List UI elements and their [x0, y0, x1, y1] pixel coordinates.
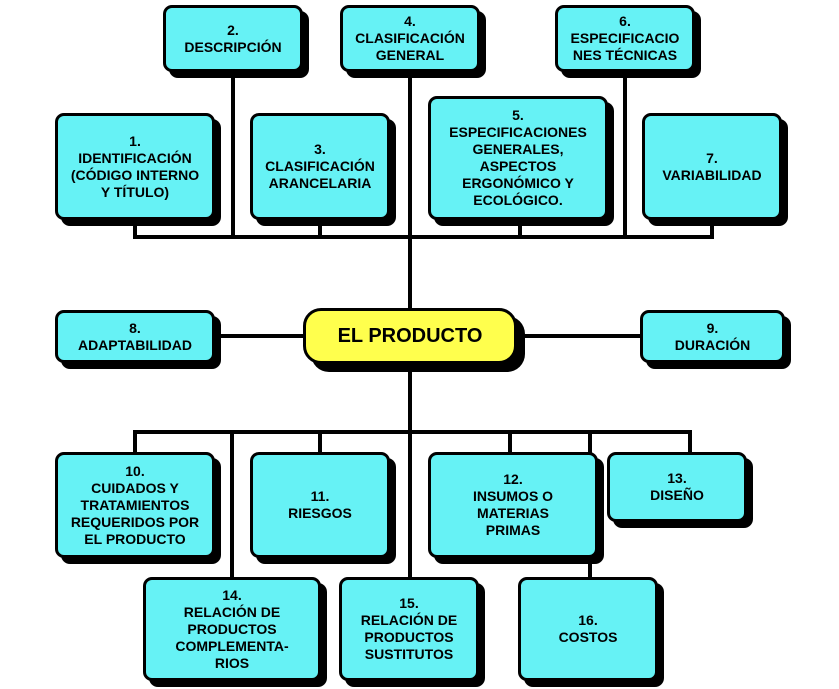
- node-8-adaptabilidad[interactable]: 8. ADAPTABILIDAD: [55, 310, 215, 363]
- node-5-especificaciones-generales[interactable]: 5. ESPECIFICACIONES GENERALES, ASPECTOS …: [428, 96, 608, 220]
- center-label: EL PRODUCTO: [337, 324, 483, 347]
- node-16-costos[interactable]: 16. COSTOS: [518, 577, 658, 681]
- node-11-riesgos[interactable]: 11. RIESGOS: [250, 452, 390, 558]
- node-13-diseno[interactable]: 13. DISEÑO: [607, 452, 747, 522]
- node-3-clasificacion-arancelaria[interactable]: 3. CLASIFICACIÓN ARANCELARIA: [250, 113, 390, 220]
- node-6-especificaciones-tecnicas[interactable]: 6. ESPECIFICACIO NES TÉCNICAS: [555, 5, 695, 72]
- node-10-cuidados-y-tratamientos[interactable]: 10. CUIDADOS Y TRATAMIENTOS REQUERIDOS P…: [55, 452, 215, 558]
- node-12-insumos-o-materias-primas[interactable]: 12. INSUMOS O MATERIAS PRIMAS: [428, 452, 598, 558]
- node-9-duracion[interactable]: 9. DURACIÓN: [640, 310, 785, 363]
- center-node-el-producto[interactable]: EL PRODUCTO: [303, 308, 517, 364]
- node-1-identificacion[interactable]: 1. IDENTIFICACIÓN (CÓDIGO INTERNO Y TÍTU…: [55, 113, 215, 220]
- node-7-variabilidad[interactable]: 7. VARIABILIDAD: [642, 113, 782, 220]
- node-15-relacion-productos-sustitutos[interactable]: 15. RELACIÓN DE PRODUCTOS SUSTITUTOS: [339, 577, 479, 681]
- node-4-clasificacion-general[interactable]: 4. CLASIFICACIÓN GENERAL: [340, 5, 480, 72]
- node-2-descripcion[interactable]: 2. DESCRIPCIÓN: [163, 5, 303, 72]
- node-14-relacion-productos-complementarios[interactable]: 14. RELACIÓN DE PRODUCTOS COMPLEMENTA- R…: [143, 577, 321, 681]
